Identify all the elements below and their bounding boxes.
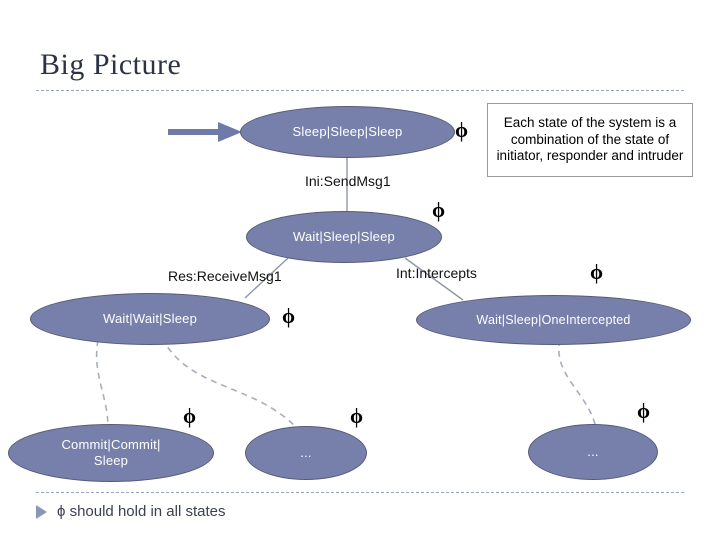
state-node-label: Wait|Sleep|Sleep bbox=[293, 229, 395, 244]
phi-marker-wait-sleep-sleep: ϕ bbox=[432, 198, 446, 222]
edge-label-int-intercepts: Int:Intercepts bbox=[396, 265, 477, 281]
callout-box: Each state of the system is a combinatio… bbox=[487, 103, 693, 177]
state-node-ellipsis-right[interactable]: ... bbox=[528, 424, 658, 480]
edge-n3-n6 bbox=[161, 337, 297, 428]
edge-n2-n4 bbox=[404, 257, 464, 301]
state-node-label: Wait|Wait|Sleep bbox=[102, 311, 198, 326]
footer-text: ϕ should hold in all states bbox=[57, 503, 226, 520]
phi-marker-ellipsis-left: ϕ bbox=[350, 404, 364, 428]
edge-n3-n5 bbox=[95, 339, 109, 429]
state-node-label: ... bbox=[587, 444, 599, 459]
edge-n4-n7 bbox=[558, 339, 597, 429]
phi-marker-commit-commit-sleep: ϕ bbox=[183, 404, 197, 428]
state-node-commit-commit-sleep[interactable]: Commit|Commit| Sleep bbox=[8, 424, 214, 482]
edge-label-res-receivemsg1: Res:ReceiveMsg1 bbox=[168, 268, 282, 284]
phi-marker-wait-sleep-oneintercepted: ϕ bbox=[590, 260, 604, 284]
edge-label-ini-sendmsg1: Ini:SendMsg1 bbox=[305, 173, 391, 189]
state-node-label: Sleep|Sleep|Sleep bbox=[292, 124, 403, 139]
phi-marker-wait-wait-sleep: ϕ bbox=[282, 304, 296, 328]
triangle-bullet-icon bbox=[36, 504, 47, 519]
state-node-label: Wait|Sleep|OneIntercepted bbox=[476, 313, 631, 327]
page-title: Big Picture bbox=[40, 48, 182, 81]
state-node-wait-sleep-oneintercepted[interactable]: Wait|Sleep|OneIntercepted bbox=[416, 295, 691, 345]
title-divider bbox=[36, 90, 684, 91]
state-node-sleep-sleep-sleep[interactable]: Sleep|Sleep|Sleep bbox=[240, 106, 455, 158]
edge-n2-n3 bbox=[244, 257, 289, 299]
footer: ϕ should hold in all states bbox=[36, 503, 226, 520]
state-node-label: Commit|Commit| Sleep bbox=[61, 437, 161, 468]
state-node-wait-sleep-sleep[interactable]: Wait|Sleep|Sleep bbox=[246, 211, 442, 263]
right-arrow-icon bbox=[168, 122, 242, 142]
state-node-ellipsis-left[interactable]: ... bbox=[245, 426, 367, 480]
phi-marker-sleep-sleep-sleep: ϕ bbox=[455, 118, 469, 142]
phi-marker-ellipsis-right: ϕ bbox=[637, 399, 651, 423]
callout-text: Each state of the system is a combinatio… bbox=[496, 115, 684, 164]
footer-divider bbox=[36, 492, 684, 493]
state-node-wait-wait-sleep[interactable]: Wait|Wait|Sleep bbox=[30, 293, 270, 345]
state-node-label: ... bbox=[300, 445, 312, 460]
